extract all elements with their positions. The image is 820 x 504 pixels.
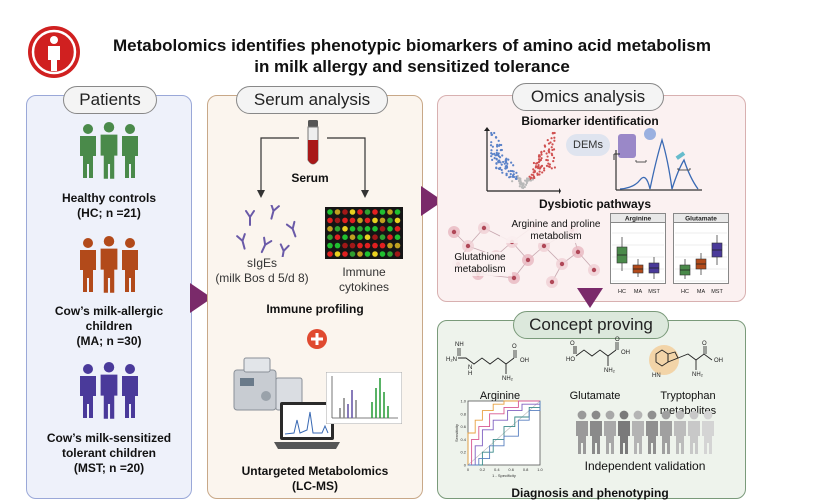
svg-text:O: O <box>570 341 575 347</box>
molecule-peaks-icon <box>613 128 702 191</box>
svg-text:NH₂: NH₂ <box>502 376 514 382</box>
svg-text:Arginine: Arginine <box>625 216 652 223</box>
untargeted-metabolomics-label: Untargeted Metabolomics(LC-MS) <box>241 464 389 493</box>
svg-text:0.2: 0.2 <box>460 450 466 455</box>
svg-text:OH: OH <box>621 350 630 356</box>
validation-people-icon <box>576 410 714 454</box>
arrow-down-icon <box>577 288 603 308</box>
svg-text:N: N <box>468 365 472 371</box>
svg-text:0.8: 0.8 <box>523 467 529 472</box>
title-line-2: in milk allergy and sensitized tolerance <box>254 57 570 76</box>
svg-text:MST: MST <box>711 289 723 295</box>
roc-curve-chart: 00 0.2 0.2 0.4 0.4 0.6 0.6 0.8 0.8 1.0 1.0 1 - Spec… <box>454 399 544 479</box>
cytokine-array-icon <box>325 207 403 259</box>
svg-text:Glutamate: Glutamate <box>685 216 717 223</box>
svg-text:1.0: 1.0 <box>537 467 543 472</box>
biomarker-identification-label: Biomarker identification <box>521 114 659 128</box>
sige-label: sIgEs(milk Bos d 5/d 8) <box>215 256 309 285</box>
svg-text:0.4: 0.4 <box>494 467 500 472</box>
dems-badge: DEMs <box>566 134 610 156</box>
svg-text:HC: HC <box>681 289 689 295</box>
antibody-icon <box>236 205 297 257</box>
dysbiotic-pathways-label: Dysbiotic pathways <box>538 197 652 211</box>
glutamate-structure-icon: O HO O OH NH₂ <box>566 337 630 374</box>
svg-text:NH₂: NH₂ <box>692 372 704 378</box>
svg-text:MA: MA <box>634 289 643 295</box>
milk-allergic-people-icon <box>74 236 144 303</box>
glutamate-label: Glutamate <box>569 390 621 402</box>
svg-text:OH: OH <box>520 358 529 364</box>
svg-text:O: O <box>702 341 707 347</box>
arrow-right-icon <box>190 283 212 313</box>
svg-text:MA: MA <box>697 289 706 295</box>
volcano-plot-icon <box>484 127 561 194</box>
serum-header: Serum analysis <box>236 86 388 114</box>
svg-text:HC: HC <box>618 289 626 295</box>
page-title: Metabolomics identifies phenotypic bioma… <box>92 35 732 77</box>
immune-profiling-label: Immune profiling <box>266 302 364 316</box>
svg-text:O: O <box>512 344 517 350</box>
healthy-controls-people-icon <box>74 122 144 189</box>
arrow-right-icon-2 <box>421 186 443 216</box>
svg-text:HN: HN <box>652 373 661 379</box>
svg-text:O: O <box>615 337 620 343</box>
arginine-structure-icon: NH H₂N N H O OH NH₂ <box>446 342 529 382</box>
svg-text:NH₂: NH₂ <box>604 368 616 374</box>
svg-text:1.0: 1.0 <box>460 399 466 404</box>
svg-text:Sensitivity: Sensitivity <box>454 424 459 442</box>
independent-validation-label: Independent validation <box>584 459 706 473</box>
svg-text:0: 0 <box>464 463 467 468</box>
svg-text:HO: HO <box>566 357 575 363</box>
laptop-chromatogram-icon <box>274 402 340 449</box>
serum-flow-arrows <box>257 137 369 198</box>
title-line-1: Metabolomics identifies phenotypic bioma… <box>113 36 711 55</box>
svg-text:0: 0 <box>467 467 470 472</box>
svg-text:0.4: 0.4 <box>460 437 466 442</box>
healthy-controls-label: Healthy controls(HC; n =21) <box>61 191 157 220</box>
plus-icon <box>307 329 327 349</box>
milk-sensitized-people-icon <box>74 362 144 429</box>
svg-text:NH: NH <box>455 342 464 348</box>
tryptophan-structure-icon: HN O OH NH₂ <box>649 341 723 379</box>
svg-text:0.2: 0.2 <box>480 467 486 472</box>
arginine-label: Arginine <box>479 390 521 402</box>
patients-header: Patients <box>63 86 157 114</box>
svg-text:1 - Specificity: 1 - Specificity <box>492 473 516 478</box>
svg-text:MST: MST <box>648 289 660 295</box>
blood-tube-icon <box>307 120 319 165</box>
svg-text:H₂N: H₂N <box>446 357 457 363</box>
concept-header: Concept proving <box>513 311 669 339</box>
tryptophan-label: Tryptophan metabolites <box>659 390 717 417</box>
diagnosis-phenotyping-label: Diagnosis and phenotyping <box>511 486 669 500</box>
logo-person-icon <box>26 24 82 80</box>
svg-text:0.6: 0.6 <box>460 424 466 429</box>
mass-spectrum-icon <box>326 372 402 424</box>
omics-header: Omics analysis <box>512 83 664 111</box>
svg-text:H: H <box>468 371 472 377</box>
serum-label: Serum <box>291 171 329 185</box>
svg-text:0.8: 0.8 <box>460 411 466 416</box>
svg-text:0.6: 0.6 <box>508 467 514 472</box>
svg-text:OH: OH <box>714 358 723 364</box>
